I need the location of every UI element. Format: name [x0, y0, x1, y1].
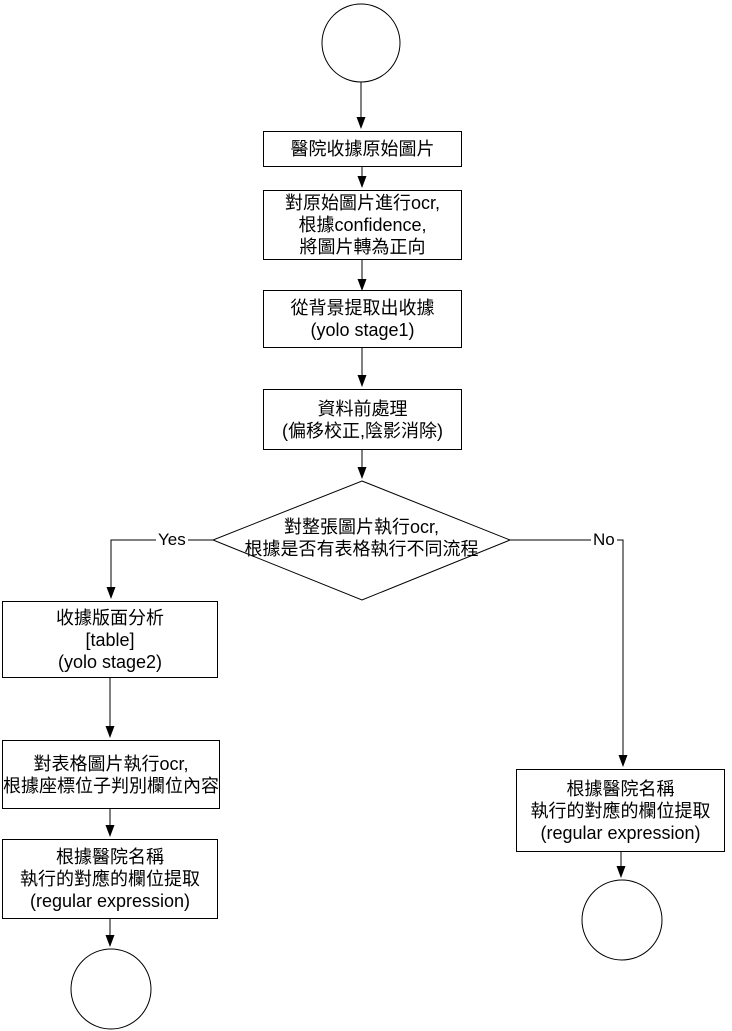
node-text: (regular expression) — [540, 822, 701, 843]
node-text: 對表格圖片執行ocr, — [33, 753, 189, 774]
node-text: 將圖片轉為正向 — [299, 237, 426, 257]
process-box-preprocess: 資料前處理 (偏移校正,陰影消除) — [263, 389, 462, 450]
node-text: 收據版面分析 — [56, 607, 164, 628]
node-text: [table] — [85, 629, 135, 650]
edge-label-yes: Yes — [156, 530, 188, 549]
node-text: (yolo stage2) — [57, 651, 163, 672]
decision-diamond-label: 對整張圖片執行ocr, 根據是否有表格執行不同流程 — [213, 515, 510, 561]
node-text: 根據醫院名稱 — [566, 778, 675, 799]
node-text: (偏移校正,陰影消除) — [282, 420, 443, 441]
end-circle-right — [581, 879, 663, 961]
decision-diamond — [211, 480, 512, 601]
edge-decision-no — [510, 539, 628, 767]
process-box-regex-left: 根據醫院名稱 執行的對應的欄位提取 (regular expression) — [2, 839, 218, 919]
node-text: 資料前處理 — [317, 398, 408, 419]
node-text: 醫院收據原始圖片 — [290, 139, 435, 159]
process-box-table-ocr: 對表格圖片執行ocr, 根據座標位子判別欄位內容 — [2, 740, 220, 809]
process-box-original-image: 醫院收據原始圖片 — [263, 131, 462, 167]
process-box-background-extract: 從背景提取出收據 (yolo stage1) — [263, 290, 462, 348]
node-text: 根據座標位子判別欄位內容 — [3, 775, 219, 796]
node-text: 對原始圖片進行ocr, — [284, 193, 440, 213]
node-text: 根據confidence, — [298, 215, 427, 235]
process-box-regex-right: 根據醫院名稱 執行的對應的欄位提取 (regular expression) — [516, 769, 725, 852]
start-circle — [321, 3, 401, 83]
node-text: 執行的對應的欄位提取 — [20, 869, 200, 889]
node-text: 從背景提取出收據 — [290, 298, 435, 318]
node-text: 根據是否有表格執行不同流程 — [244, 539, 479, 559]
node-text: (yolo stage1) — [310, 320, 415, 340]
process-box-ocr-orientation: 對原始圖片進行ocr, 根據confidence, 將圖片轉為正向 — [263, 190, 462, 260]
end-circle-left — [70, 948, 152, 1030]
node-text: (regular expression) — [29, 891, 191, 911]
node-text: 根據醫院名稱 — [56, 847, 164, 867]
edge-label-no: No — [591, 530, 617, 549]
node-text: 執行的對應的欄位提取 — [530, 800, 711, 821]
process-box-layout-analysis: 收據版面分析 [table] (yolo stage2) — [2, 601, 218, 678]
node-text: 對整張圖片執行ocr, — [283, 517, 439, 537]
